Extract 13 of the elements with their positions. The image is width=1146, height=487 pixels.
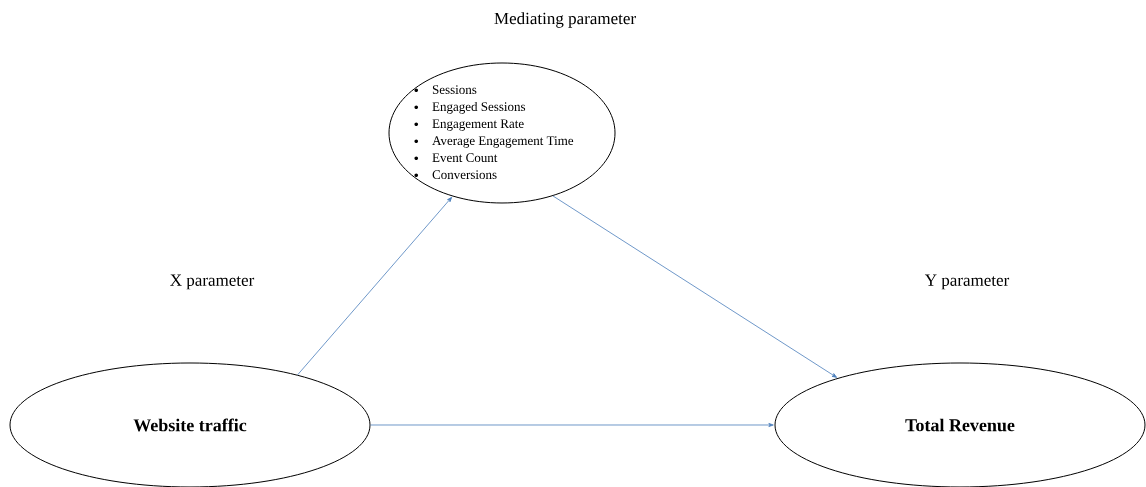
node-heading: X parameter <box>170 274 255 290</box>
ellipse-node: Sessions Engaged Sessions Engagement Rate Average Engagement Time Event Count Conversions <box>388 62 616 204</box>
arrow <box>297 196 453 376</box>
node-label: Engagement Rate <box>432 119 524 131</box>
node-label: Conversions <box>432 170 497 180</box>
node-heading: Mediating parameter <box>494 12 636 28</box>
node-heading: Y parameter <box>924 274 1010 290</box>
node-label: Sessions <box>432 85 477 95</box>
arrow <box>552 195 838 378</box>
arrow <box>370 423 774 427</box>
node-label: Average Engagement Time <box>432 136 574 148</box>
node-label: Engaged Sessions <box>432 101 526 114</box>
node-label: Event Count <box>432 153 498 163</box>
